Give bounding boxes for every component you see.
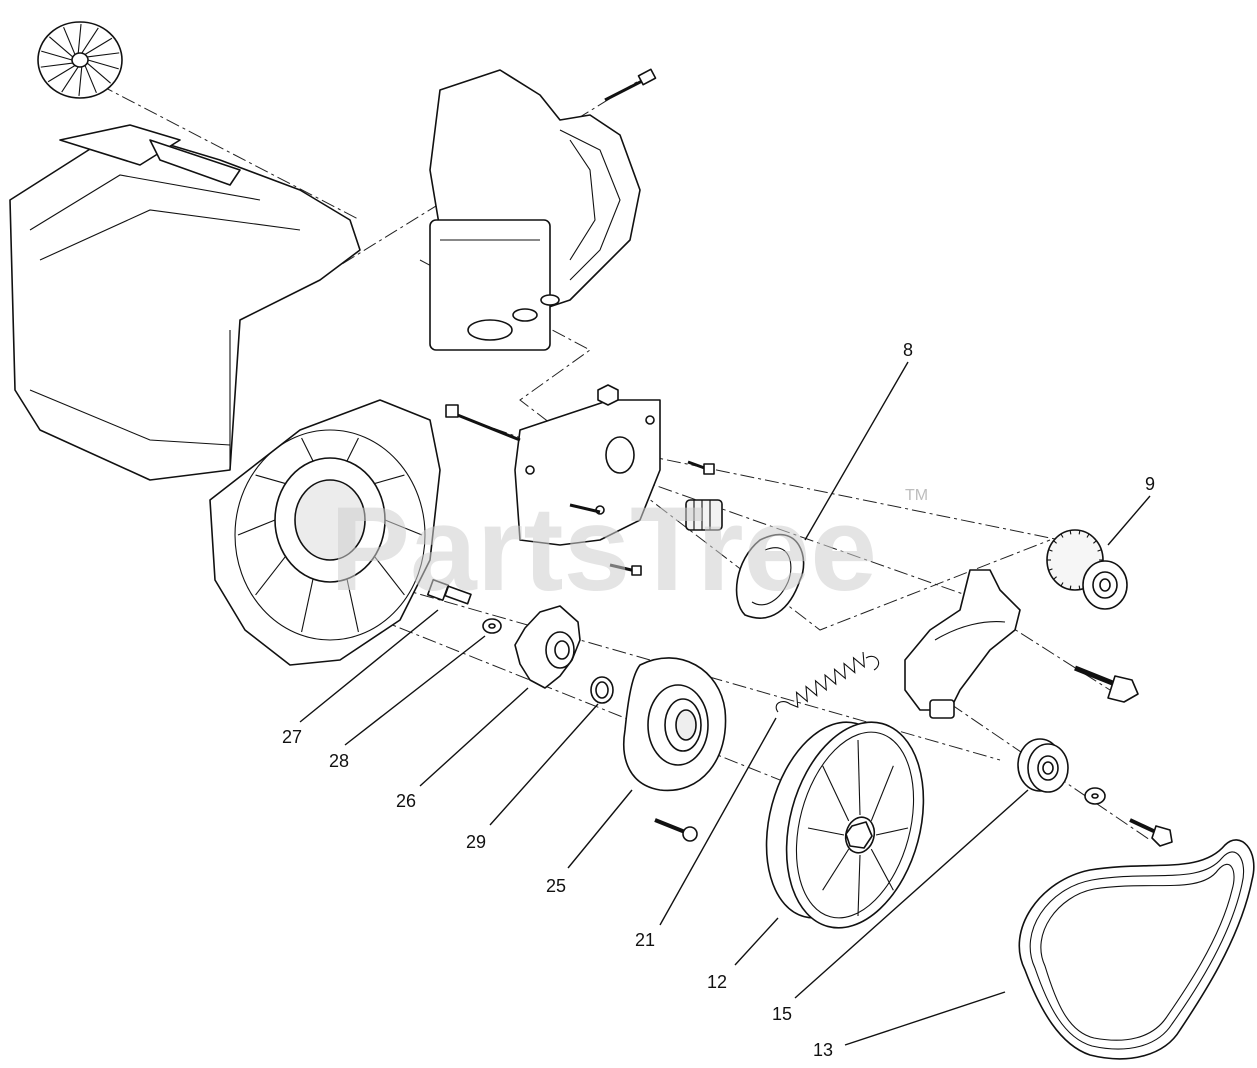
fan-blade [78,66,83,97]
bracket-hardware [445,384,715,576]
gear-shaft [685,499,723,531]
large-pulley-12 [765,721,925,929]
gear-tooth [1048,549,1053,552]
drive-pulley-9 [1046,529,1128,610]
bearing-flange-25 [623,657,727,792]
fan-blade [84,65,97,94]
fan-blade [61,66,79,93]
cover-rib [346,437,359,462]
fan-blade [87,59,119,70]
cover-rib [301,437,314,462]
side-cover-plate [209,399,441,666]
callout-26: 26 [396,791,416,811]
gear-tooth [1060,533,1064,538]
cover-rib [301,578,314,633]
washer-28 [482,618,502,634]
pulley-spoke [807,827,845,836]
callout-27: 27 [282,727,302,747]
cover-rib [255,556,286,596]
gear-tooth [1060,582,1064,587]
callout-21: 21 [635,930,655,950]
snap-ring-29 [590,676,614,704]
gear-tooth [1078,585,1081,590]
flange-bolt [654,818,698,842]
gear-tooth [1053,576,1057,580]
timing-belt-8 [735,533,805,619]
fan-blade [49,36,74,58]
cover-rib [384,519,423,536]
drive-belt-13 [1018,839,1255,1060]
pulley-spoke [822,848,850,891]
bearing-hardware [1084,787,1173,847]
callout-29: 29 [466,832,486,852]
pulley-spoke [870,765,894,822]
fan-blade [63,26,76,55]
fan-blade [86,62,111,84]
gear-tooth [1069,530,1072,535]
callout-15: 15 [772,1004,792,1024]
fan-blade [41,50,73,61]
idler-bearing-15 [1017,738,1069,793]
top-bolt [604,68,657,102]
shoulder-bolt-27 [426,578,472,605]
tensioner-arm [904,569,1021,719]
cover-rib [255,474,286,485]
callout-8: 8 [903,340,913,360]
fan-blade [77,23,82,54]
cover-rib [237,519,276,536]
callout-25: 25 [546,876,566,896]
watermark-trademark: TM [905,487,928,504]
callout-28: 28 [329,751,349,771]
engine-housing [9,124,361,481]
gear-tooth [1048,568,1053,571]
cover-rib [346,578,359,633]
pulley-spoke [857,854,861,917]
callout-leaders [299,361,1151,1046]
pulley-spoke [870,848,894,891]
tensioner-bolt [1074,665,1139,703]
watermark: PartsTree TM [330,482,928,616]
tension-spring-21 [775,651,880,713]
callout-9: 9 [1145,474,1155,494]
fan-blade [40,62,73,68]
pulley-spoke [857,739,861,816]
impeller-fan [37,21,123,99]
gear-tooth [1078,530,1081,535]
cover-rib [374,474,405,485]
callout-13: 13 [813,1040,833,1060]
pulley-spoke [875,827,909,836]
gear-tooth [1097,549,1102,552]
gear-tooth [1069,585,1072,590]
pulley-spoke [822,765,850,822]
callout-labels: 8 9 27 28 26 29 25 21 12 15 13 [282,340,1155,1060]
gearbox-casting [429,69,641,351]
fan-blade [47,65,76,83]
gear-tooth [1053,540,1057,544]
watermark-text: PartsTree [330,482,877,616]
cover-rib [374,556,405,596]
gear-tooth [1086,533,1090,538]
idler-star-26 [514,605,581,689]
fan-blade [84,37,113,55]
gear-tooth [1093,540,1097,544]
mounting-bracket [514,399,661,546]
fan-blade [81,27,99,54]
fan-blade [87,52,120,58]
callout-12: 12 [707,972,727,992]
